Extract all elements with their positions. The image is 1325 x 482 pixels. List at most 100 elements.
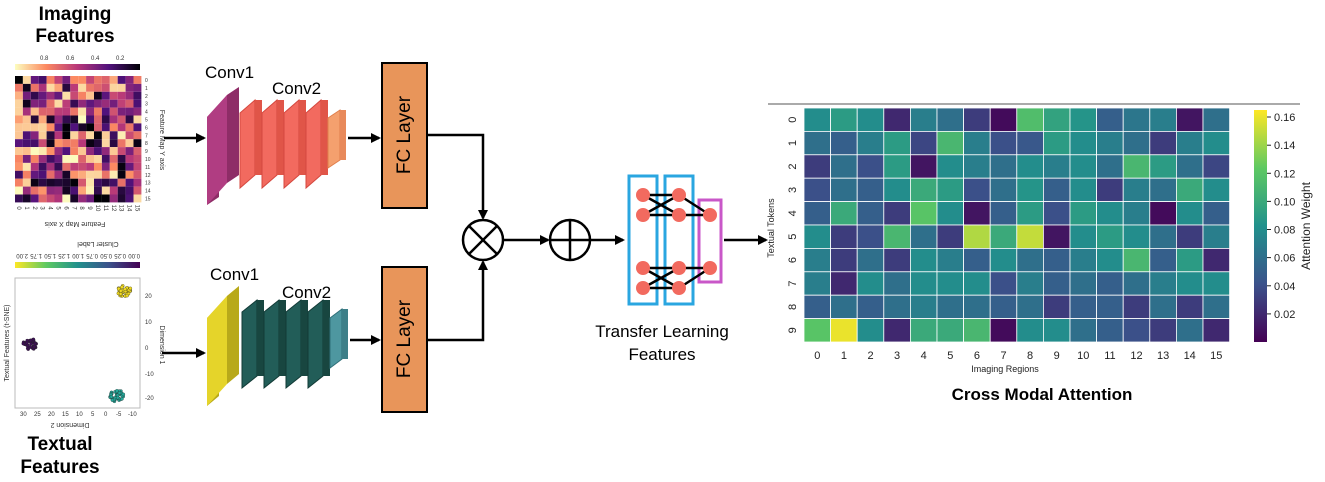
- attention-cell: [1176, 294, 1204, 320]
- attention-cell: [936, 130, 965, 156]
- imaging-cell: [109, 186, 118, 195]
- imaging-cell: [94, 186, 102, 195]
- top-cnn-branch: Conv1 Conv2 FC Layer: [205, 62, 428, 209]
- imaging-cell: [54, 147, 63, 155]
- imaging-x-tick: 8: [78, 206, 84, 210]
- attention-cell: [803, 247, 832, 273]
- attention-cell: [803, 154, 832, 179]
- imaging-cell: [70, 107, 79, 116]
- attention-cell: [830, 318, 858, 343]
- imaging-cell: [15, 99, 23, 108]
- attention-cell: [883, 154, 911, 179]
- attention-cell: [1016, 201, 1044, 226]
- imaging-cell: [86, 131, 94, 140]
- tsne-point: [118, 289, 123, 293]
- transfer-node: [672, 261, 686, 275]
- attention-colorbar-label: Attention Weight: [1299, 181, 1313, 269]
- imaging-cell: [15, 162, 23, 171]
- imaging-colorbar: [15, 64, 140, 70]
- attention-cell: [1122, 201, 1151, 226]
- attention-cell: [1176, 177, 1204, 202]
- attention-cell: [989, 294, 1018, 320]
- attention-cbar-tick: 0.16: [1274, 112, 1295, 124]
- imaging-title-line1: Imaging: [39, 4, 112, 25]
- imaging-feature-heatmap: [15, 76, 142, 203]
- tsne-y-axis-label: Dimension 1: [158, 326, 165, 365]
- imaging-cell: [94, 107, 102, 116]
- attention-x-tick: 5: [947, 350, 953, 362]
- attention-y-tick: 5: [787, 234, 799, 240]
- imaging-cell: [62, 178, 71, 187]
- attention-cell: [910, 177, 938, 202]
- attention-cell: [883, 247, 911, 273]
- attention-x-tick: 13: [1157, 350, 1169, 362]
- imaging-y-tick: 12: [145, 173, 151, 179]
- attention-cell: [1149, 201, 1177, 226]
- attention-cell: [1202, 154, 1231, 179]
- imaging-cell: [22, 76, 31, 84]
- attention-cell: [1043, 201, 1071, 226]
- attention-x-tick: 11: [1104, 350, 1115, 362]
- imaging-cell: [125, 178, 134, 187]
- imaging-cell: [54, 170, 63, 179]
- attention-cell: [910, 201, 938, 226]
- imaging-x-tick: 1: [23, 206, 29, 210]
- attention-y-tick: 2: [787, 163, 799, 169]
- attention-cell: [883, 107, 911, 132]
- imaging-cell: [70, 99, 79, 108]
- imaging-cell: [78, 131, 87, 140]
- attention-cell: [1202, 107, 1231, 132]
- attention-cell: [910, 107, 938, 132]
- imaging-y-tick: 14: [145, 189, 151, 195]
- top-conv2-blocks: [239, 98, 328, 190]
- imaging-cell: [117, 123, 126, 132]
- imaging-y-tick: 9: [145, 149, 148, 155]
- imaging-cell: [15, 107, 23, 116]
- tsne-y-ticks: 20 10 0 -10 -20: [145, 294, 154, 402]
- imaging-cell: [30, 186, 39, 195]
- imaging-y-tick: 4: [145, 110, 148, 116]
- attention-x-tick: 15: [1210, 350, 1222, 362]
- imaging-y-tick: 7: [145, 133, 148, 139]
- imaging-cell: [86, 83, 94, 92]
- imaging-cell: [109, 131, 118, 140]
- imaging-cell: [30, 83, 39, 92]
- imaging-cell: [109, 83, 118, 92]
- imaging-cell: [78, 162, 87, 171]
- attention-cell: [883, 130, 911, 156]
- attention-cell: [910, 271, 938, 296]
- fusion-operators: [428, 133, 625, 342]
- imaging-cell: [109, 91, 118, 100]
- attention-cell: [1176, 271, 1204, 296]
- imaging-cell: [22, 83, 31, 92]
- tsne-point: [123, 287, 127, 292]
- attention-cell: [1016, 154, 1044, 179]
- attention-cell: [883, 271, 911, 296]
- imaging-cell: [86, 147, 94, 155]
- imaging-cell: [133, 99, 142, 108]
- imaging-cell: [30, 123, 39, 132]
- imaging-cell: [22, 123, 31, 132]
- attention-cbar-tick: 0.04: [1274, 281, 1295, 293]
- imaging-cell: [101, 155, 110, 163]
- imaging-cell: [125, 99, 134, 108]
- imaging-cell: [54, 91, 63, 100]
- add-operator-icon: [548, 218, 592, 262]
- imaging-cell: [94, 139, 102, 148]
- imaging-cell: [101, 123, 110, 132]
- attention-cell: [830, 224, 858, 249]
- imaging-cell: [101, 99, 110, 108]
- attention-cell: [803, 224, 832, 249]
- imaging-cell: [62, 91, 71, 100]
- attention-cell: [1096, 224, 1124, 249]
- textual-colorbar: [15, 262, 140, 268]
- textual-cbar-tick: 1.25: [58, 252, 70, 258]
- bottom-cnn-branch: Conv1 Conv2 FC Layer: [162, 265, 428, 413]
- imaging-cell: [62, 83, 71, 92]
- imaging-cbar-tick: 0.8: [40, 56, 49, 62]
- attention-y-tick: 6: [787, 257, 799, 263]
- imaging-cell: [70, 178, 79, 187]
- attention-cell: [830, 271, 858, 296]
- attention-x-tick: 6: [974, 350, 980, 362]
